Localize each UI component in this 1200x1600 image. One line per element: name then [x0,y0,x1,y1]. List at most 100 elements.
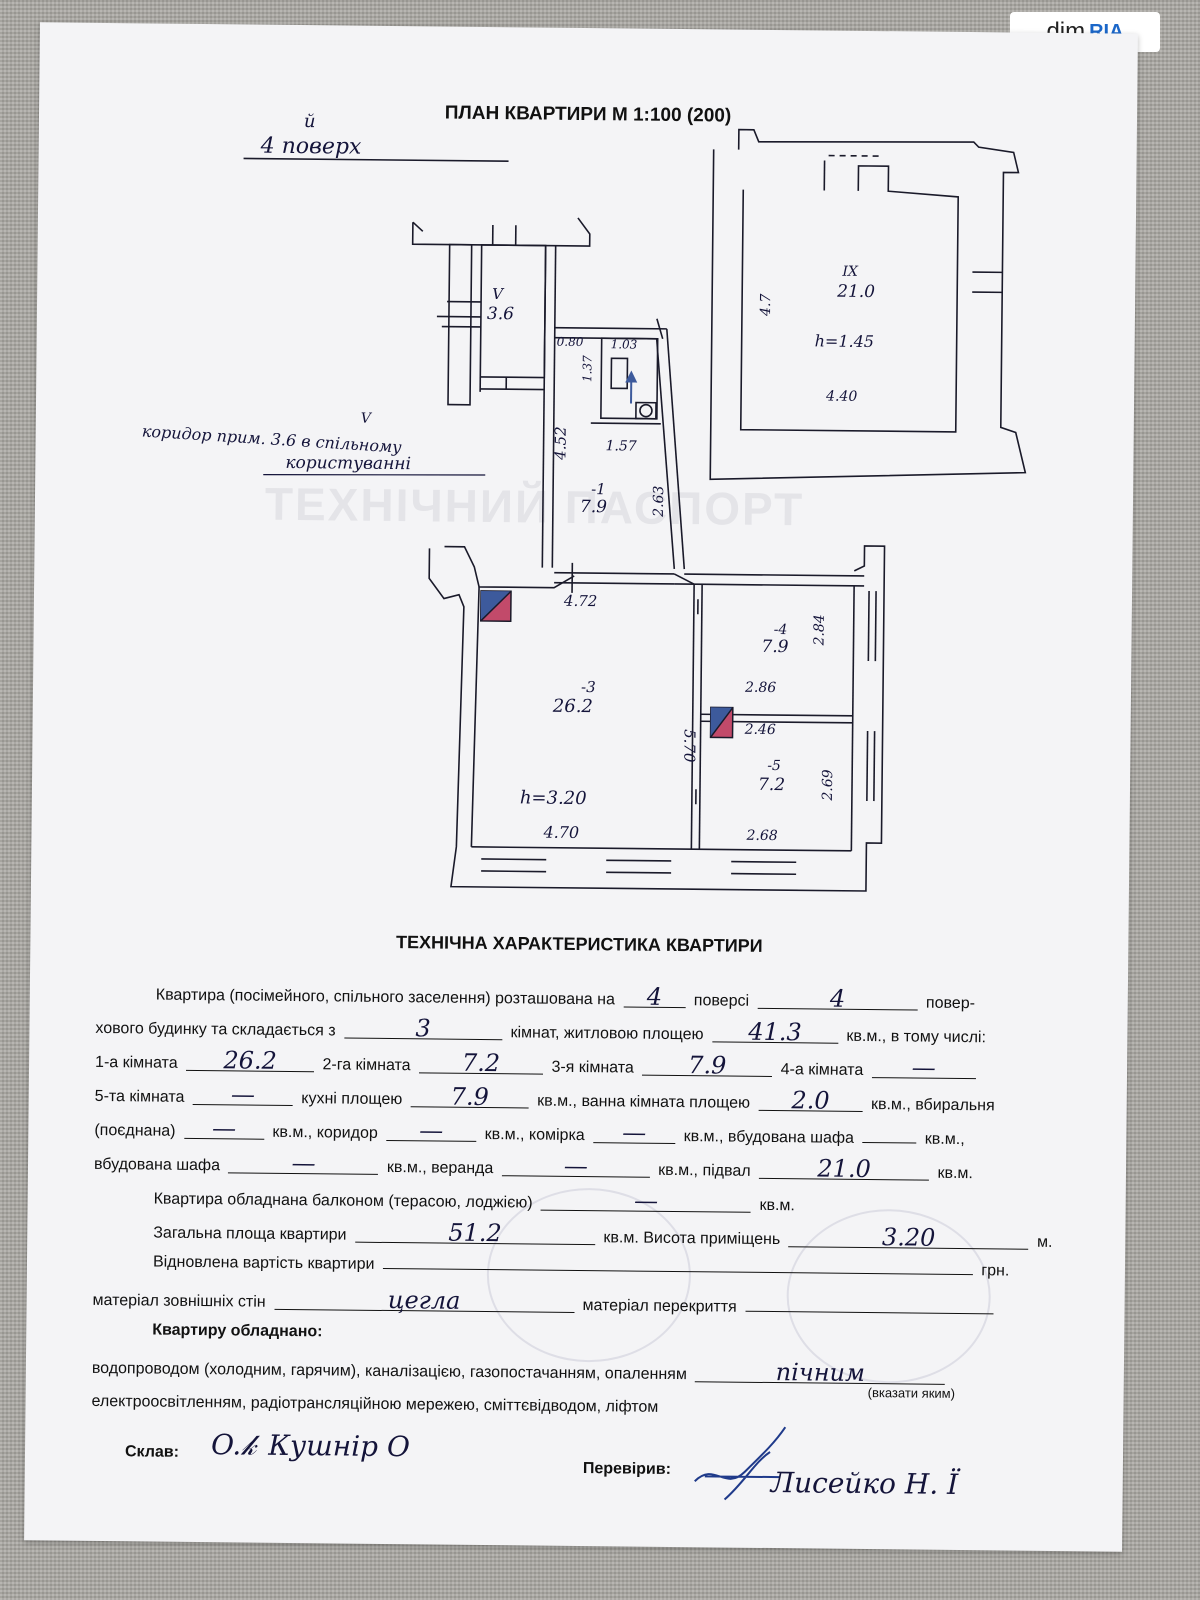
label: матеріал перекриття [582,1297,737,1316]
room2-value: 7.2 [418,1049,544,1077]
checked-by-name: Лисейко Н. Ї [770,1466,959,1501]
form-line-8: Загальна площа квартири 51.2 кв.м. Висот… [153,1219,1053,1252]
dim-570: 5.70 [680,729,698,763]
basement-value: 21.0 [758,1154,930,1183]
label: кімнат, житловою площею [510,1024,704,1044]
room-v-label: V [492,285,505,303]
label: кв.м., ванна кімната площею [537,1092,751,1112]
living-area-value: 41.3 [711,1018,839,1046]
wardrobe-value: — [228,1149,379,1177]
dim-286: 2.86 [744,680,776,696]
label: (поєднана) [94,1121,176,1140]
corridor-value: — [386,1116,477,1145]
label: кв.м., підвал [658,1161,751,1180]
label: кв.м., коридор [272,1123,378,1142]
form-line-2: хового будинку та складається з 3 кімнат… [95,1014,987,1047]
label: водопроводом (холодним, гарячим), каналі… [91,1359,687,1384]
rooms-value: 3 [344,1014,503,1042]
wall-material-value: цегла [274,1286,575,1315]
room-4-area: 7.9 [761,637,788,657]
compiled-by-name: Кушнір О [268,1428,411,1464]
wc-value: — [183,1114,265,1142]
dim-472: 4.72 [563,592,598,610]
dim-157: 1.57 [605,438,636,454]
form-line-13: електроосвітленням, радіотрансляційною м… [91,1392,659,1416]
room-v-area: 3.6 [487,304,514,324]
dim-440: 4.40 [825,389,857,405]
corridor-note-line2: користуванні [285,453,411,474]
room-ix-label: IX [841,264,859,280]
dim-268: 2.68 [745,828,777,844]
room-5-label: -5 [767,758,781,774]
label: хового будинку та складається з [95,1019,336,1040]
tech-title: ТЕХНІЧНА ХАРАКТЕРИСТИКА КВАРТИРИ [395,932,763,956]
label: кв.м., вбудована шафа [683,1128,855,1147]
label: Квартира (посімейного, спільного заселен… [155,986,616,1009]
equipment-heading: Квартиру обладнано: [152,1321,323,1341]
label: кв.м. Висота приміщень [603,1229,781,1249]
form-line-4: 5-та кімната — кухні площею 7.9 кв.м., в… [94,1080,995,1115]
form-line-3: 1-а кімната 26.2 2-га кімната 7.2 3-я кі… [95,1046,980,1082]
label: кв.м., комірка [484,1126,585,1145]
floor-value: 4 [623,983,686,1011]
form-line-5: (поєднана) — кв.м., коридор — кв.м., ком… [94,1114,965,1149]
floor-note: 4 поверх [260,134,363,160]
veranda-value: — [501,1152,650,1180]
label: 4-а кімната [780,1061,864,1079]
room-ix-area: 21.0 [836,282,875,302]
heating-note: (вказати яким) [867,1385,956,1401]
checked-by-signature-scribble [694,1426,787,1501]
form-line-12: водопроводом (холодним, гарячим), каналі… [92,1355,950,1387]
chimney-icon [479,590,512,623]
label: 1-а кімната [95,1053,178,1072]
dim-47: 4.7 [758,293,774,317]
label: кв.м., [924,1130,965,1149]
room-3-area: 26.2 [552,696,593,717]
balcony-value: — [541,1187,752,1215]
label: 2-га кімната [322,1056,411,1075]
chimney-icon [709,706,734,739]
storage-value: — [593,1118,676,1147]
room-4-label: -4 [774,622,788,638]
paper-sheet: ПЛАН КВАРТИРИ М 1:100 (200) ТЕХНІЧНИЙ ПА… [24,22,1138,1552]
label: м. [1037,1233,1053,1251]
label: кв.м., веранда [386,1158,494,1178]
kitchen-value: 7.9 [410,1083,529,1111]
room-3-height: h=3.20 [520,787,587,809]
room-height-value: 3.20 [788,1223,1029,1252]
room-1-label: -1 [591,480,606,498]
label: Загальна площа квартири [153,1224,347,1244]
label: 3-я кімната [551,1058,634,1077]
heating-value: пічним [695,1358,946,1387]
floor-material-value [745,1310,994,1315]
total-area-value: 51.2 [354,1219,596,1247]
room-ix-height: h=1.45 [815,331,875,351]
floors-value: 4 [757,985,918,1013]
label: кв.м., в тому числі: [846,1027,987,1047]
room3-value: 7.9 [642,1051,773,1080]
room5-value: — [192,1080,294,1109]
room-5-area: 7.2 [758,775,785,795]
label: грн. [981,1262,1010,1280]
label: матеріал зовнішніх стін [92,1291,266,1311]
form-line-6: вбудована шафа — кв.м., веранда — кв.м.,… [94,1149,973,1183]
dim-452: 4.52 [551,426,569,461]
corridor-note-sup: V [361,411,373,427]
dim-269: 2.69 [820,769,836,801]
floor-note-sup: й [304,111,316,132]
dim-284: 2.84 [811,614,827,646]
restored-cost-value [382,1267,973,1276]
bathroom-value: 2.0 [758,1086,863,1115]
dim-246: 2.46 [744,722,776,738]
label: 5-та кімната [94,1087,185,1106]
label: поверсі [693,992,750,1010]
dim-080: 0.80 [557,335,584,349]
label: Квартира обладнана балконом (терасою, ло… [153,1190,533,1212]
dim-137: 1.37 [580,355,594,382]
dim-470: 4.70 [542,823,579,842]
dim-263: 2.63 [651,485,667,517]
room4-value: — [871,1053,976,1082]
form-line-1: Квартира (посімейного, спільного заселен… [156,982,975,1014]
checked-by-label: Перевірив: [582,1460,672,1478]
